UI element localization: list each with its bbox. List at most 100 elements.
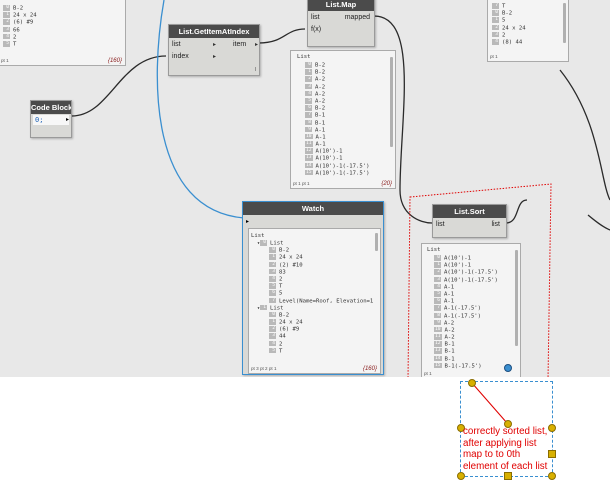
watch-count: {20} (381, 181, 392, 187)
listmap-node[interactable]: List.Map list f(x) mapped (307, 0, 375, 47)
list-item: 2(6) #9 (257, 326, 373, 333)
selection-handle-icon[interactable] (548, 450, 556, 458)
watch-scrollbar[interactable] (390, 57, 393, 147)
selection-handle-icon[interactable] (504, 472, 512, 480)
watch-header: List (297, 54, 311, 60)
selection-handle-icon[interactable] (457, 472, 465, 480)
resize-handle-icon[interactable] (504, 364, 512, 372)
port-arrow-icon: ▸ (254, 42, 258, 48)
output-port-mapped[interactable]: mapped (344, 14, 370, 21)
output-port-item[interactable]: item▸ (233, 41, 258, 48)
selection-handle-icon[interactable] (504, 420, 512, 428)
list-item: 2(6) #9 (3, 19, 37, 26)
listsort-node[interactable]: List.Sort list list (432, 204, 507, 238)
node-title: Code Block (31, 101, 71, 114)
watch-footer: pt 3 pt 2 pt 1{160} (251, 366, 377, 372)
input-port-list[interactable]: list▸ (172, 41, 216, 48)
code-input[interactable]: 0; (33, 115, 69, 125)
selection-handle-icon[interactable] (548, 424, 556, 432)
list-item: 2(2) #10 (257, 261, 373, 269)
getitematindex-node[interactable]: List.GetItemAtIndex list▸ index▸ item▸ l (168, 24, 260, 76)
port-arrow-icon: ▸ (212, 54, 216, 60)
watch-footer: pt 1 (490, 54, 498, 59)
wire-right-edge (559, 69, 610, 201)
watch-count: {160} (362, 366, 377, 372)
watch-scrollbar[interactable] (563, 3, 566, 43)
watch-footer: pt 1 (424, 371, 432, 376)
code-block-node[interactable]: Code Block 0; ▸ (30, 100, 72, 138)
output-port-list[interactable]: list (491, 221, 500, 228)
list-item: 4(8) 44 (492, 38, 526, 46)
input-port-list[interactable]: list (436, 221, 445, 228)
input-port-fx[interactable]: f(x) (311, 26, 322, 33)
node-title: Watch (243, 202, 383, 215)
watch-scrollbar[interactable] (375, 233, 378, 251)
input-port-index[interactable]: index▸ (172, 53, 216, 60)
node-title: List.Sort (433, 205, 506, 218)
selection-handle-icon[interactable] (457, 424, 465, 432)
selection-handle-icon[interactable] (548, 472, 556, 480)
lacing-indicator[interactable]: l (254, 67, 256, 73)
port-arrow-icon: ▸ (212, 42, 216, 48)
input-port-list[interactable]: list (311, 14, 320, 21)
input-port-icon[interactable]: ▸ (246, 219, 250, 225)
node-title: List.GetItemAtIndex (169, 25, 259, 38)
node-title: List.Map (308, 0, 374, 11)
output-port-icon[interactable]: ▸ (65, 117, 69, 123)
selection-handle-icon[interactable] (468, 379, 476, 387)
annotation-text[interactable]: correctly sorted list, after applying li… (463, 426, 548, 472)
watch-scrollbar[interactable] (515, 250, 518, 346)
